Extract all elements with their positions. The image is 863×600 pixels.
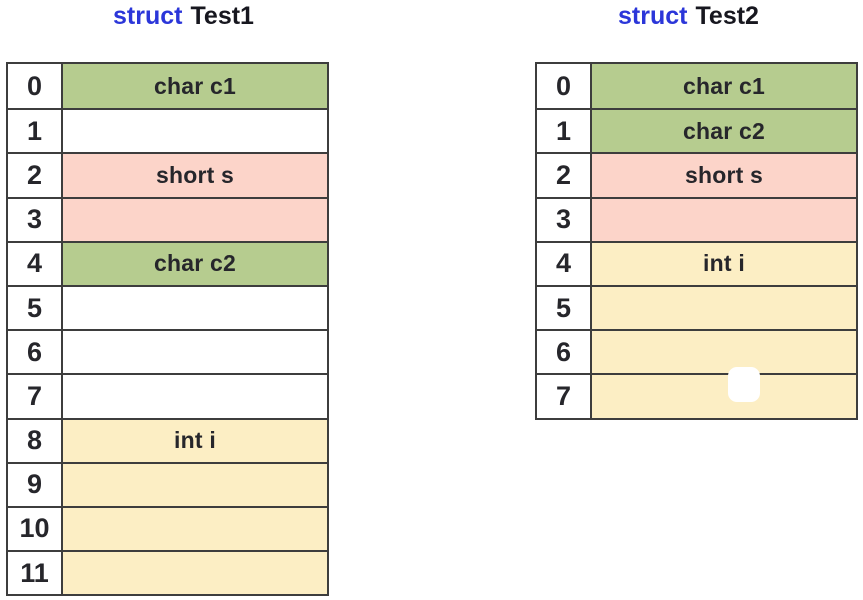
field-cell: [63, 507, 327, 551]
offset-cell: 10: [8, 507, 63, 551]
offset-cell: 4: [8, 242, 63, 285]
memory-row: 5: [537, 284, 856, 330]
field-cell: char c2: [63, 242, 327, 285]
field-cell: char c1: [592, 64, 856, 109]
struct-name: Test1: [190, 2, 254, 30]
offset-cell: 6: [8, 331, 63, 374]
field-cell: [63, 375, 327, 418]
memory-row: 3: [537, 196, 856, 241]
offset-cell: 0: [537, 64, 592, 109]
field-cell: [592, 198, 856, 241]
memory-row: 10: [8, 505, 327, 551]
field-cell: [63, 552, 327, 595]
offset-cell: 2: [8, 154, 63, 197]
offset-cell: 7: [8, 375, 63, 418]
field-cell: [63, 286, 327, 330]
offset-cell: 3: [537, 198, 592, 241]
memory-row: 3: [8, 196, 327, 241]
struct-keyword: struct: [113, 2, 183, 30]
field-cell: char c1: [63, 64, 327, 109]
offset-cell: 4: [537, 242, 592, 285]
field-cell: int i: [63, 419, 327, 462]
field-cell: [592, 286, 856, 330]
memory-row: 11: [8, 550, 327, 595]
memory-row: 1: [8, 108, 327, 153]
memory-row: 6: [8, 329, 327, 374]
offset-cell: 6: [537, 331, 592, 374]
offset-cell: 1: [8, 110, 63, 153]
field-cell: int i: [592, 242, 856, 285]
memory-row: 6: [537, 329, 856, 374]
offset-cell: 5: [537, 286, 592, 330]
offset-cell: 5: [8, 286, 63, 330]
field-cell: [592, 375, 856, 418]
memory-row: 7: [537, 373, 856, 418]
field-cell: short s: [63, 154, 327, 197]
memory-row: 7: [8, 373, 327, 418]
offset-cell: 0: [8, 64, 63, 109]
offset-cell: 11: [8, 552, 63, 595]
offset-cell: 7: [537, 375, 592, 418]
field-cell: [592, 331, 856, 374]
field-cell: short s: [592, 154, 856, 197]
offset-cell: 2: [537, 154, 592, 197]
field-cell: [63, 198, 327, 241]
offset-cell: 1: [537, 110, 592, 153]
offset-cell: 8: [8, 419, 63, 462]
struct-keyword: struct: [618, 2, 688, 30]
field-cell: [63, 110, 327, 153]
memory-row: 5: [8, 284, 327, 330]
field-cell: [63, 463, 327, 506]
offset-cell: 9: [8, 463, 63, 506]
field-cell: char c2: [592, 110, 856, 153]
offset-cell: 3: [8, 198, 63, 241]
white-artifact: [728, 367, 760, 402]
struct-name: Test2: [695, 2, 759, 30]
memory-row: 9: [8, 461, 327, 506]
field-cell: [63, 331, 327, 374]
